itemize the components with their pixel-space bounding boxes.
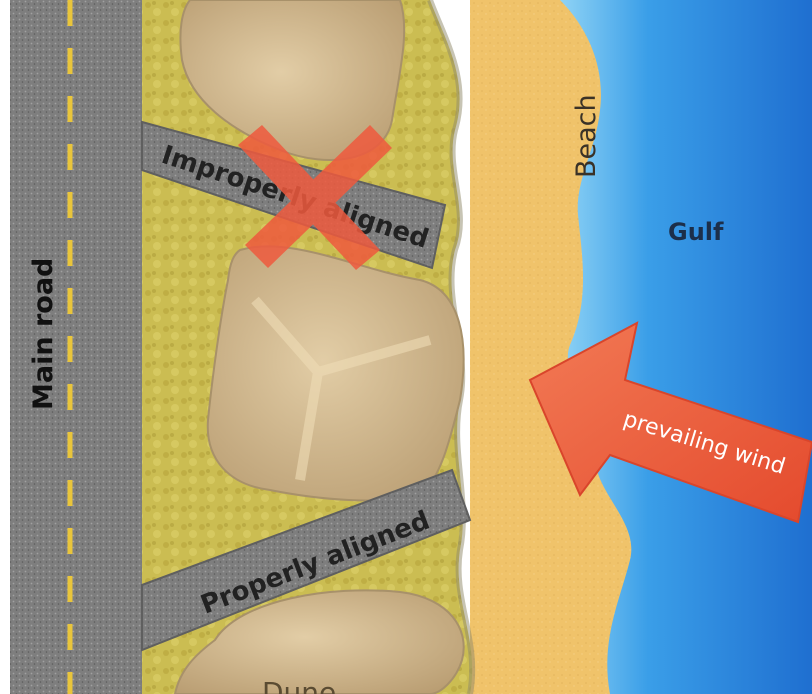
main-road-label: Main road — [28, 258, 59, 410]
dune-label: Dune — [262, 676, 336, 694]
dune-middle — [208, 246, 464, 500]
gulf-label: Gulf — [668, 218, 724, 246]
beach-label: Beach — [571, 94, 602, 178]
